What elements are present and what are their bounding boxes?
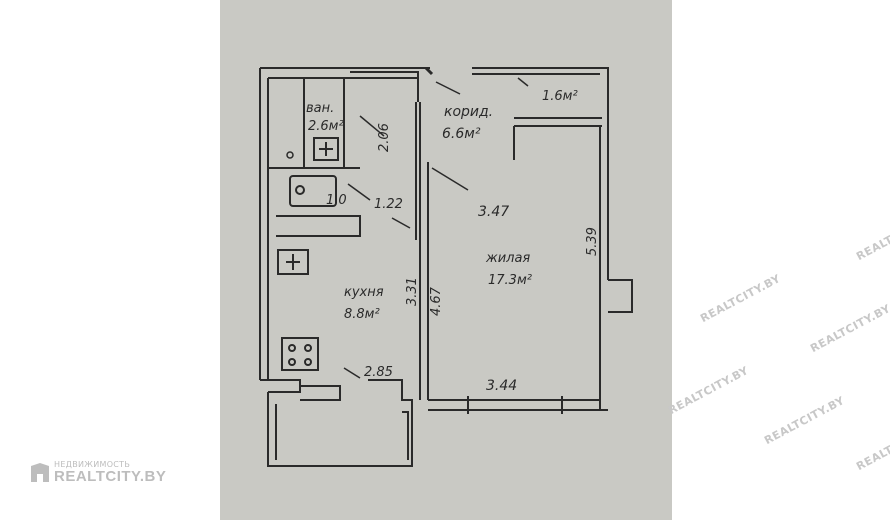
bathroom-name: ван. [306, 101, 334, 116]
floor-plan-paper: ван. 2.6м² корид. 6.6м² 1.6м² жилая 17.3… [220, 0, 672, 520]
watermark-text: REALTCITY.BY [698, 271, 783, 326]
watermark-text: REALTCITY.BY [808, 301, 890, 356]
balcony-area: 1.6м² [542, 89, 578, 104]
logo-tagline: НЕДВИЖИМОСТЬ [54, 460, 131, 469]
kitchen-area: 8.8м² [344, 307, 380, 322]
logo-icon [31, 463, 49, 482]
dim-living-depth: 5.39 [585, 227, 600, 256]
watermark-text: REALTCITY.BY [854, 419, 890, 474]
kitchen-name: кухня [344, 285, 384, 300]
bath-fixture [289, 175, 337, 207]
watermark-text: REALTCITY.BY [854, 209, 890, 264]
corridor-name: корид. [444, 104, 493, 120]
bathroom-area: 2.6м² [308, 119, 344, 134]
living-area: 17.3м² [488, 273, 532, 288]
dim-corridor-width: 1.22 [374, 197, 403, 212]
floor-plan-drawing: ван. 2.6м² корид. 6.6м² 1.6м² жилая 17.3… [259, 66, 633, 467]
kitchen-sink-fixture [277, 249, 309, 275]
living-name: жилая [485, 251, 530, 266]
watermark-text: REALTCITY.BY [762, 393, 847, 448]
corridor-area: 6.6м² [442, 126, 481, 142]
dim-living-left: 4.67 [429, 286, 444, 316]
dim-living-width-top: 3.47 [478, 204, 509, 220]
dim-kitchen-depth: 3.31 [405, 277, 420, 306]
site-logo: НЕДВИЖИМОСТЬ REALTCITY.BY [30, 458, 170, 488]
dim-living-width-bottom: 3.44 [486, 378, 517, 394]
dim-kitchen-width: 2.85 [364, 365, 393, 380]
dim-bath-depth: 2.06 [377, 123, 392, 152]
watermark-text: REALTCITY.BY [666, 363, 751, 418]
stove-fixture [281, 337, 319, 371]
toilet-area: 1.0 [326, 193, 347, 208]
logo-wordmark: REALTCITY.BY [54, 468, 167, 485]
sink-fixture [313, 137, 339, 161]
wall-top-right [472, 67, 609, 280]
